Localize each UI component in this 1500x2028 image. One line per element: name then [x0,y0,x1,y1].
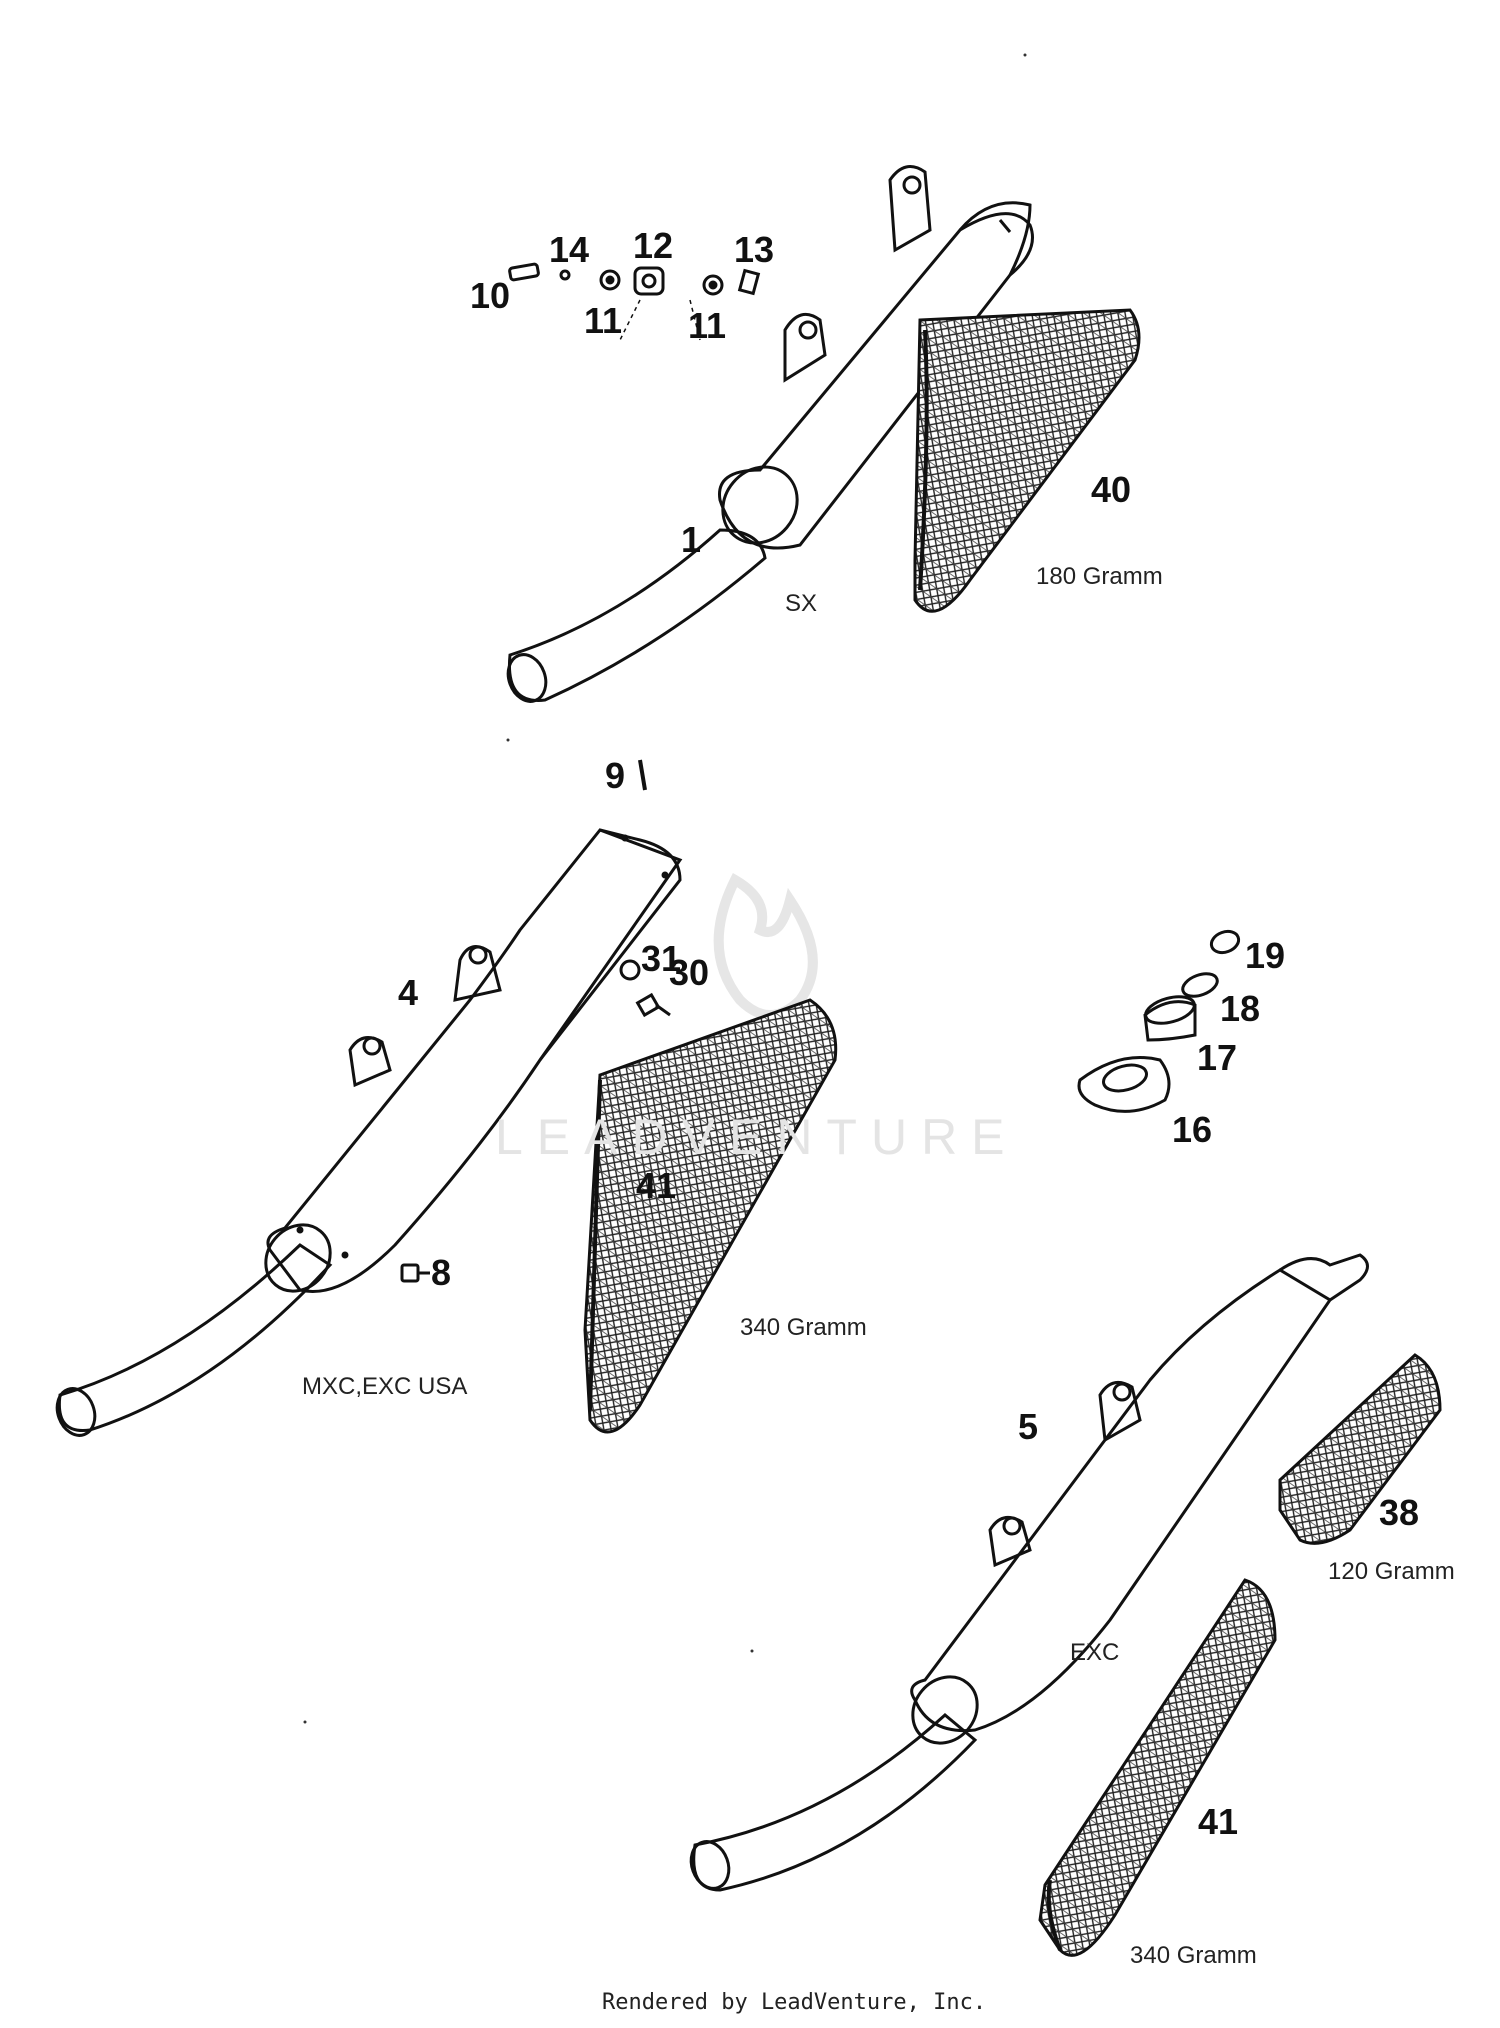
callout-11-right: 11 [688,305,727,346]
callout-12: 12 [633,225,674,266]
speck [506,738,510,742]
callout-10: 10 [470,275,511,316]
end-cap-assembly [1077,929,1241,1113]
callout-14: 14 [549,229,590,270]
callout-17: 17 [1197,1037,1238,1078]
silencer-exc [689,1253,1369,1892]
label-sx: SX [785,590,818,617]
label-340-gramm-bottom: 340 Gramm [1130,1942,1257,1969]
footer-credit: Rendered by LeadVenture, Inc. [602,1990,987,2015]
callout-4: 4 [398,972,419,1013]
packing-41-bottom [1038,1578,1277,1957]
packing-41-middle [583,998,838,1434]
packing-40 [913,308,1141,613]
callout-41-bottom: 41 [1198,1801,1239,1842]
speck [303,1720,307,1724]
packing-38 [1278,1353,1442,1545]
callout-13: 13 [734,229,775,270]
label-120-gramm: 120 Gramm [1328,1558,1455,1585]
callout-40: 40 [1091,469,1132,510]
callout-41-middle: 41 [636,1165,677,1206]
label-340-gramm-middle: 340 Gramm [740,1314,867,1341]
washer-31 [619,959,641,981]
callout-16: 16 [1172,1109,1213,1150]
pin-9 [638,759,647,791]
silencer-mxc-exc-usa [55,828,683,1437]
callout-5: 5 [1018,1406,1039,1447]
label-mxc-exc-usa: MXC,EXC USA [302,1373,468,1400]
speck [1023,53,1027,57]
callout-31: 31 [641,938,682,979]
screw-8 [400,1263,430,1283]
callout-9: 9 [605,755,626,796]
silencer-sx [506,165,1034,703]
label-180-gramm: 180 Gramm [1036,563,1163,590]
callout-11-left: 11 [584,300,623,341]
callout-30: 30 [669,952,710,993]
screw-30 [635,992,671,1018]
mounting-hardware-sx [508,262,761,341]
callout-1: 1 [681,519,702,560]
speck [750,1649,754,1653]
label-exc: EXC [1070,1639,1120,1666]
callout-8: 8 [431,1252,452,1293]
watermark-text: LEADVENTURE [495,1109,1019,1165]
callout-18: 18 [1220,988,1261,1029]
callout-19: 19 [1245,935,1286,976]
callout-38: 38 [1379,1492,1420,1533]
